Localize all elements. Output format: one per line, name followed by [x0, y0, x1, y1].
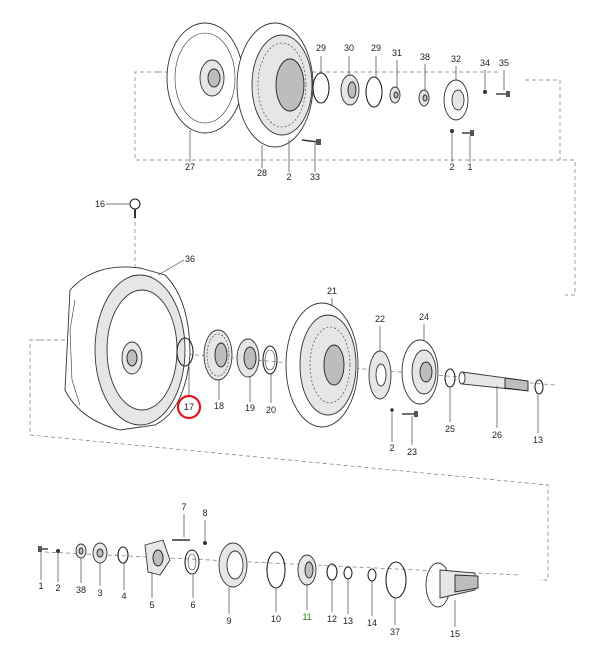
part-13-snap-ring-bottom: [343, 566, 353, 614]
callout-32: 32: [451, 54, 461, 64]
part-2-washer-bottom: [56, 549, 60, 582]
part-26-input-shaft: [458, 371, 529, 428]
part-10-o-ring: [266, 551, 286, 612]
callout-28: 28: [257, 168, 267, 178]
leader-lines-top: [189, 56, 505, 172]
part-1-bolt-top: [450, 129, 474, 136]
callout-3: 3: [97, 588, 102, 598]
part-22-plate: [368, 326, 394, 442]
part-1-bolt-bottom: [38, 546, 48, 580]
callout-36: 36: [185, 254, 195, 264]
callout-38-top: 38: [420, 52, 430, 62]
part-29-o-ring: [312, 72, 330, 104]
callout-2-bottom: 2: [55, 583, 60, 593]
callout-21: 21: [327, 286, 337, 296]
part-27-flex-plate: [166, 22, 244, 134]
callout-35: 35: [499, 58, 509, 68]
part-9-seal-carrier: [218, 542, 248, 614]
part-28-converter-cover: [236, 22, 314, 148]
callout-labels: 27 28 2 33 29 30 29 31 38 32 34 35 2 1 1…: [38, 43, 543, 639]
callout-22: 22: [375, 314, 385, 324]
part-38-washer: [418, 89, 430, 107]
part-5-yoke: [144, 539, 171, 598]
callout-5: 5: [149, 600, 154, 610]
callout-15: 15: [450, 629, 460, 639]
part-3-flange-nut: [92, 542, 108, 586]
part-14-ring: [367, 568, 377, 616]
callout-23: 23: [407, 447, 417, 457]
callout-1-bottom: 1: [38, 581, 43, 591]
callout-20: 20: [266, 405, 276, 415]
callout-18: 18: [214, 401, 224, 411]
callout-16: 16: [95, 199, 105, 209]
callout-8: 8: [202, 508, 207, 518]
part-30-bearing: [340, 74, 360, 106]
callout-27: 27: [185, 162, 195, 172]
part-16-eye-bolt: [106, 198, 141, 218]
part-17-o-ring: [176, 337, 202, 420]
part-37-o-ring: [385, 561, 407, 625]
part-36-converter-housing: [64, 259, 191, 431]
callout-29b: 29: [371, 43, 381, 53]
part-18-gear: [203, 329, 233, 400]
callout-26: 26: [492, 430, 502, 440]
part-25-o-ring: [444, 368, 456, 422]
callout-38-bottom: 38: [76, 585, 86, 595]
part-6-seal: [184, 549, 200, 598]
callout-29a: 29: [316, 43, 326, 53]
callout-14: 14: [367, 618, 377, 628]
callout-30: 30: [344, 43, 354, 53]
callout-24: 24: [419, 312, 429, 322]
part-24-stator: [401, 324, 439, 405]
part-11-bearing: [297, 554, 317, 610]
callout-9: 9: [226, 616, 231, 626]
callout-2-top: 2: [286, 172, 291, 182]
part-4-o-ring: [117, 546, 129, 590]
callout-10: 10: [271, 614, 281, 624]
callout-7: 7: [181, 502, 186, 512]
part-8-ball: [203, 520, 207, 545]
callout-31: 31: [392, 48, 402, 58]
callout-6: 6: [190, 600, 195, 610]
part-7-pin: [172, 514, 190, 541]
part-12-ring: [326, 563, 338, 612]
callout-12: 12: [327, 614, 337, 624]
callout-13-mid: 13: [533, 435, 543, 445]
callout-2-right: 2: [449, 162, 454, 172]
callout-4: 4: [121, 591, 126, 601]
callout-17: 17: [184, 402, 194, 412]
part-35-screw: [496, 91, 510, 97]
callout-2-mid: 2: [389, 443, 394, 453]
part-19-bearing: [236, 338, 260, 402]
callout-34: 34: [480, 58, 490, 68]
callout-1-top: 1: [467, 162, 472, 172]
part-34-washer: [483, 90, 487, 94]
part-21-impeller: [285, 298, 359, 428]
callout-33: 33: [310, 172, 320, 182]
part-38-washer-bottom: [75, 543, 87, 583]
callout-25: 25: [445, 424, 455, 434]
callout-19: 19: [245, 403, 255, 413]
part-29-o-ring-2: [365, 76, 383, 108]
part-13-snap-ring-mid: [534, 379, 544, 433]
callout-13-bottom: 13: [343, 616, 353, 626]
part-23-bolt: [402, 411, 418, 445]
highlight-circle: [176, 394, 202, 420]
part-31-nut: [389, 86, 401, 104]
part-20-snap-ring: [262, 345, 278, 403]
callout-11: 11: [302, 612, 311, 622]
part-32-cover: [443, 79, 469, 121]
callout-37: 37: [390, 627, 400, 637]
part-15-output-flange: [425, 562, 479, 627]
part-33-bolt: [301, 139, 321, 145]
